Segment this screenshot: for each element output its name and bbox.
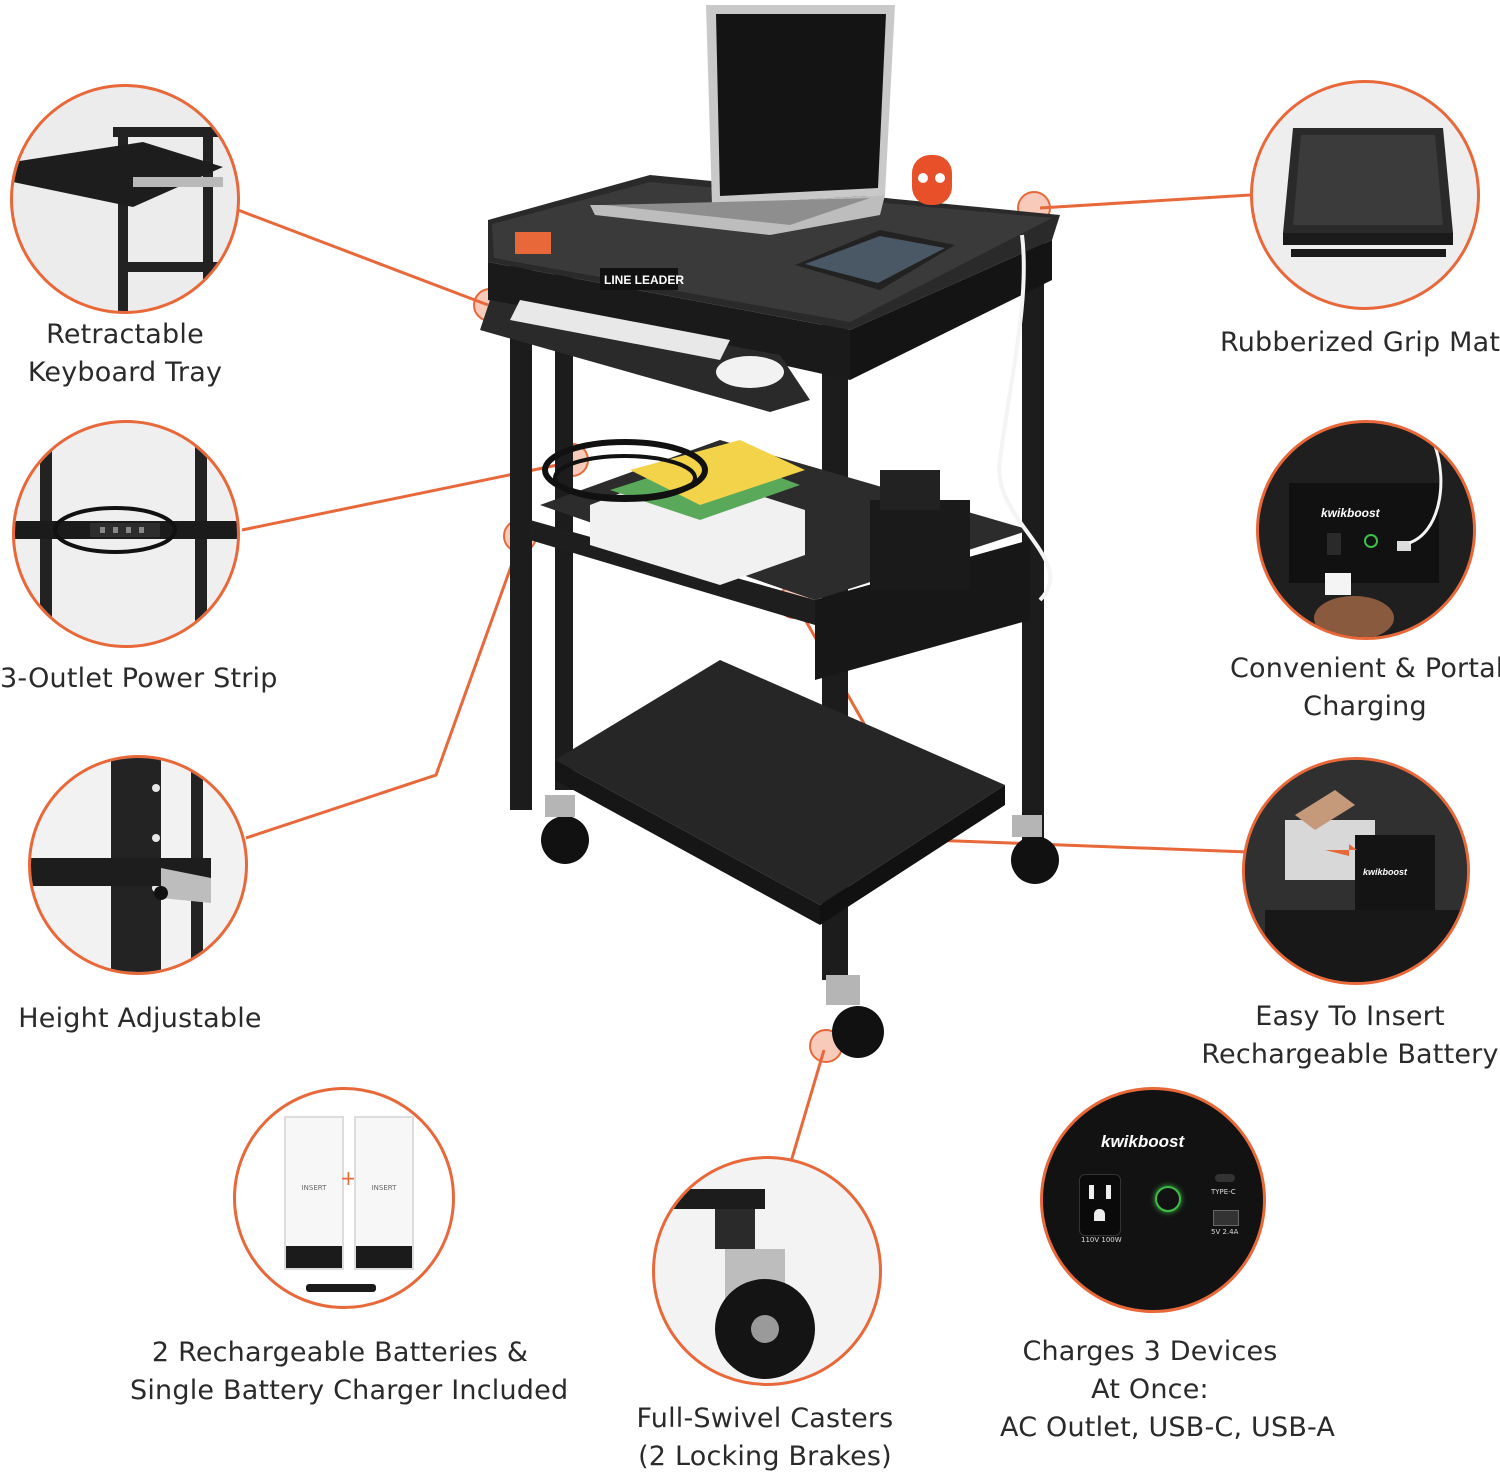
outlet-rating: 110V 100W <box>1081 1236 1122 1244</box>
type-c-label: TYPE-C <box>1211 1188 1236 1196</box>
label-batteries: 2 Rechargeable Batteries & Single Batter… <box>130 1337 569 1406</box>
label-insert-battery: Easy To Insert Rechargeable Battery <box>1201 1001 1499 1070</box>
detail-casters <box>652 1156 882 1386</box>
detail-height-adjustable <box>28 755 248 975</box>
brand-label: LINE LEADER <box>604 273 684 287</box>
detail-power-strip <box>12 420 240 648</box>
svg-text:kwikboost: kwikboost <box>1363 867 1408 877</box>
ac-outlet-icon <box>1079 1174 1121 1236</box>
label-keyboard-tray: Retractable Keyboard Tray <box>27 319 223 388</box>
detail-portable-charging: kwikboost <box>1256 420 1476 640</box>
detail-grip-mat <box>1250 80 1480 310</box>
label-casters: Full-Swivel Casters (2 Locking Brakes) <box>636 1403 894 1472</box>
detail-batteries: INSERT + INSERT <box>233 1087 455 1309</box>
battery-charger <box>306 1284 376 1292</box>
detail-insert-battery: kwikboost <box>1242 757 1470 985</box>
usb-c-port-icon <box>1215 1174 1235 1182</box>
power-button-icon <box>1155 1186 1181 1212</box>
label-portable-charging: Convenient & Portable Charging <box>1230 653 1500 722</box>
label-charges: Charges 3 Devices At Once: AC Outlet, US… <box>1000 1336 1336 1443</box>
svg-text:kwikboost: kwikboost <box>1321 506 1381 520</box>
label-power-strip: 3-Outlet Power Strip <box>0 663 278 694</box>
label-grip-mat: Rubberized Grip Mat <box>1220 327 1500 358</box>
label-height-adjustable: Height Adjustable <box>18 1003 262 1034</box>
usb-a-label: 5V 2.4A <box>1211 1228 1239 1236</box>
battery-right: INSERT <box>354 1116 414 1270</box>
usb-a-port-icon <box>1213 1210 1239 1226</box>
detail-keyboard-tray <box>10 84 240 314</box>
battery-left: INSERT <box>284 1116 344 1270</box>
kwikboost-logo: kwikboost <box>1101 1132 1185 1151</box>
detail-charging-ports: kwikboost 110V 100W TYPE-C 5V 2.4A <box>1040 1087 1266 1313</box>
